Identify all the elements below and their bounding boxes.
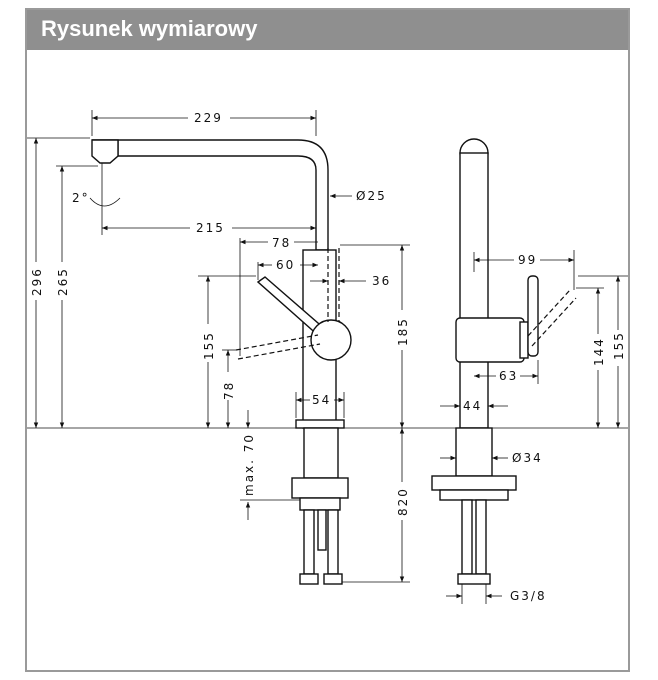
aerator — [91, 139, 119, 164]
side-mounting-plate — [431, 475, 517, 491]
dim-handle-offset: 60 — [276, 258, 295, 272]
dim-spout-diameter: Ø25 — [356, 189, 387, 203]
side-body — [459, 152, 489, 429]
dim-side-handle-height-upper: 155 — [612, 331, 626, 360]
header-bar: Rysunek wymiarowy — [27, 10, 628, 50]
dim-spout-reach: 229 — [194, 111, 223, 125]
dim-thread: G3/8 — [510, 589, 547, 603]
dim-body-height: 185 — [396, 317, 410, 346]
dim-hole-diameter: Ø34 — [512, 451, 543, 465]
side-view: 99 63 155 144 44 Ø34 G3/8 — [431, 138, 628, 604]
side-hose-right — [475, 499, 487, 575]
dim-handle-width: 36 — [372, 274, 391, 288]
mounting-nut — [291, 477, 349, 499]
dim-total-height: 296 — [30, 267, 44, 296]
supply-hose-right — [327, 509, 339, 575]
dim-outlet-height: 265 — [56, 267, 70, 296]
dim-handle-base-height: 78 — [222, 381, 236, 400]
spout — [92, 139, 329, 251]
dim-spout-angle: 2° — [72, 191, 90, 205]
side-hose-left — [461, 499, 473, 575]
side-lever-plate — [527, 275, 539, 357]
front-view: 229 2° 215 Ø25 78 60 36 296 265 — [27, 110, 628, 585]
dim-hose-length: 820 — [396, 487, 410, 516]
handle-knob — [310, 319, 352, 361]
dim-handle-reach: 78 — [272, 236, 291, 250]
supply-hose-left — [303, 509, 315, 575]
dim-max-deck: max. 70 — [242, 433, 256, 496]
dim-side-handle-height-lower: 144 — [592, 337, 606, 366]
dim-outlet-reach: 215 — [196, 221, 225, 235]
dim-side-handle-reach: 99 — [518, 253, 537, 267]
cartridge-housing — [455, 317, 525, 363]
dim-base-width: 54 — [312, 393, 331, 407]
mounting-shank — [303, 427, 339, 479]
page-title: Rysunek wymiarowy — [41, 16, 258, 41]
dim-side-body-width: 44 — [463, 399, 482, 413]
handle-alt-position — [235, 334, 319, 351]
side-lever-alt — [527, 289, 577, 347]
dim-side-handle-depth: 63 — [499, 369, 518, 383]
dim-handle-height: 155 — [202, 331, 216, 360]
